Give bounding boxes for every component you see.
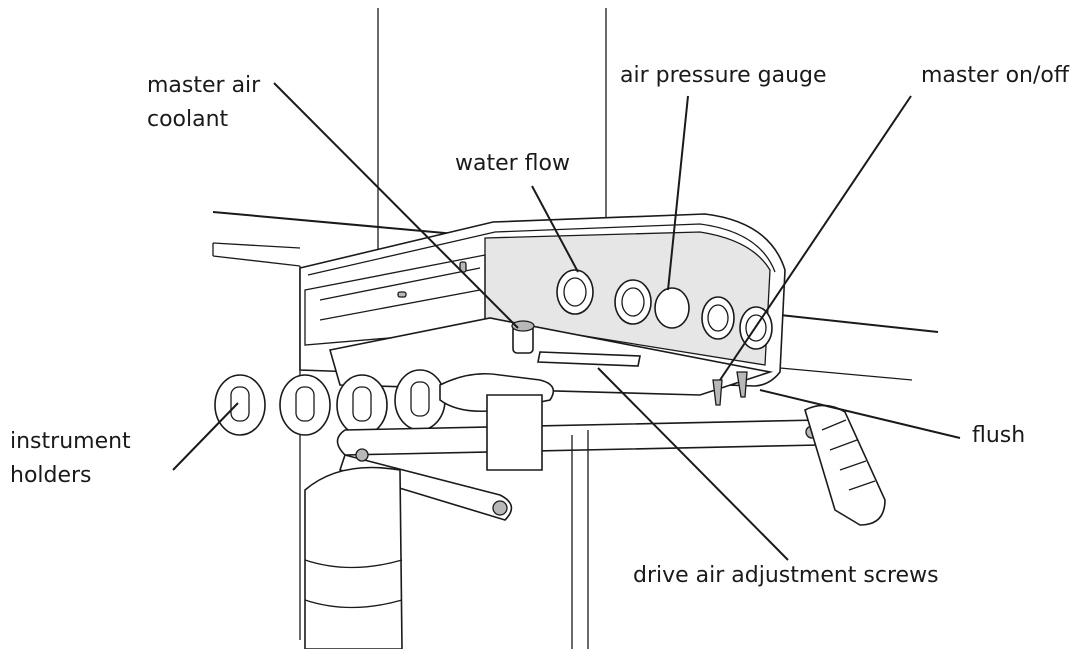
instrument-holder-3 [336,374,388,436]
label-drive-air-adjustment-screws: drive air adjustment screws [633,563,939,588]
center-column [486,394,543,471]
leader-instrument-holders [172,402,239,471]
knob-3 [701,296,735,340]
leader-air-pressure-gauge [667,95,689,291]
water-flow-knob [556,269,594,315]
right-rail-top [779,314,939,333]
label-air-pressure-gauge: air pressure gauge [620,63,827,88]
label-flush: flush [972,423,1026,448]
master-air-coolant-valve [511,320,535,354]
label-master-on-off: master on/off [921,63,1070,88]
air-pressure-gauge-dial [654,287,690,329]
left-frame-bottom [212,255,301,267]
flush-toggles [712,371,748,406]
cylinder-bands [304,559,403,609]
rail-slot [397,291,407,298]
instrument-holder-4 [394,369,446,431]
label-master-air-coolant-2: coolant [147,107,229,132]
instrument-holder-2 [279,374,331,436]
drive-air-screw-plate [537,351,641,367]
arm-pivot [492,500,508,516]
left-frame-top [212,242,301,249]
knob-2 [614,279,652,325]
label-master-air-coolant-1: master air [147,73,261,98]
label-water-flow: water flow [455,151,570,176]
right-rail-bottom [779,367,913,381]
slide-rail-grooves [319,267,481,321]
label-instrument-holders-1: instrument [10,429,131,454]
leader-master-on-off [719,95,912,381]
ribbed-handle [804,404,886,526]
control-head-rim [307,223,776,276]
leader-water-flow [531,185,579,273]
arm-joint [355,448,369,462]
instrument-holder-1 [214,374,266,436]
label-instrument-holders-2: holders [10,463,92,488]
leader-flush [759,389,961,439]
leader-drive-air-adjustment-screws [597,367,789,561]
leader-master-air-coolant [273,82,519,329]
lower-cylinder [304,466,403,649]
